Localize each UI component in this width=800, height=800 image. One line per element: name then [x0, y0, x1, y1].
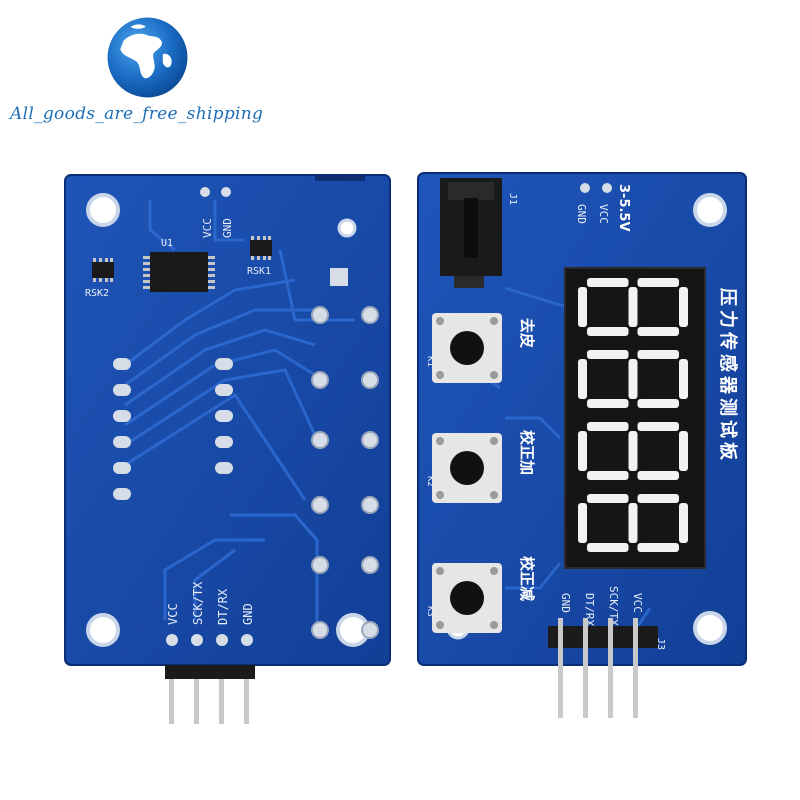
- segment: [637, 543, 679, 552]
- gnd-label: GND: [559, 593, 572, 613]
- segment: [578, 503, 587, 543]
- segment: [587, 350, 629, 359]
- brand-logo: All_goods_are_free_shipping: [0, 0, 300, 140]
- k1-label: K1: [425, 356, 435, 367]
- gnd-label: GND: [241, 603, 255, 625]
- rsk1-label: RSK1: [247, 266, 271, 277]
- gnd-top-label: GND: [575, 204, 588, 224]
- segment: [578, 431, 587, 471]
- globe-icon: [107, 17, 188, 98]
- display-digit: [578, 422, 688, 480]
- dt-label: DT/RX: [216, 588, 230, 625]
- segment: [679, 287, 688, 327]
- dc-jack: [440, 178, 502, 288]
- btn1-label: 去皮: [518, 318, 536, 348]
- segment: [628, 503, 638, 543]
- btn2-label: 校正加: [518, 430, 536, 475]
- brand-text: All_goods_are_free_shipping: [10, 104, 264, 124]
- segment: [679, 503, 688, 543]
- segment: [637, 471, 679, 480]
- segment: [587, 422, 629, 431]
- segment: [587, 543, 629, 552]
- segment: [628, 431, 638, 471]
- segment: [637, 327, 679, 336]
- gnd-top-label: GND: [221, 218, 234, 238]
- header-pins: [165, 665, 255, 724]
- button-k1[interactable]: [432, 313, 502, 383]
- vcc-top-label: VCC: [597, 204, 610, 224]
- segment: [587, 327, 629, 336]
- segment: [587, 399, 629, 408]
- segment: [587, 278, 629, 287]
- btn3-label: 校正减: [518, 556, 536, 601]
- segment: [628, 359, 638, 399]
- j3-label: J3: [655, 638, 666, 650]
- header-pins: [548, 618, 658, 718]
- display-digit: [578, 278, 688, 336]
- display-digit: [578, 494, 688, 552]
- display-digit: [578, 350, 688, 408]
- vcc-label: VCC: [166, 603, 180, 625]
- segment: [578, 287, 587, 327]
- button-k3[interactable]: [432, 563, 502, 633]
- segment: [587, 494, 629, 503]
- segment: [679, 431, 688, 471]
- segment: [637, 350, 679, 359]
- segment: [637, 494, 679, 503]
- segment: [628, 287, 638, 327]
- segment: [578, 359, 587, 399]
- button-k2[interactable]: [432, 433, 502, 503]
- voltage-label: 3-5.5V: [616, 184, 631, 232]
- vcc-label: VCC: [631, 593, 644, 613]
- u1-label: U1: [161, 238, 173, 249]
- segment: [637, 399, 679, 408]
- back-pcb-board: U1 RSK1 RSK2 VCC GND VCC SCK/TX DT/RX GN…: [55, 170, 400, 730]
- segment: [587, 471, 629, 480]
- vcc-top-label: VCC: [201, 218, 214, 238]
- rsk2-label: RSK2: [85, 288, 109, 299]
- front-pcb-board: J1 GND VCC 3-5.5V K1 去皮 K2 校正加: [410, 168, 755, 733]
- k3-label: K3: [425, 606, 435, 617]
- seven-segment-display: [564, 267, 706, 569]
- sck-label: SCK/TX: [191, 581, 205, 625]
- j1-label: J1: [507, 193, 518, 205]
- board-title: 压力传感器测试板: [717, 288, 739, 464]
- segment: [637, 278, 679, 287]
- k2-label: K2: [425, 476, 435, 487]
- segment: [637, 422, 679, 431]
- sck-label: SCK/TX: [607, 586, 620, 626]
- segment: [679, 359, 688, 399]
